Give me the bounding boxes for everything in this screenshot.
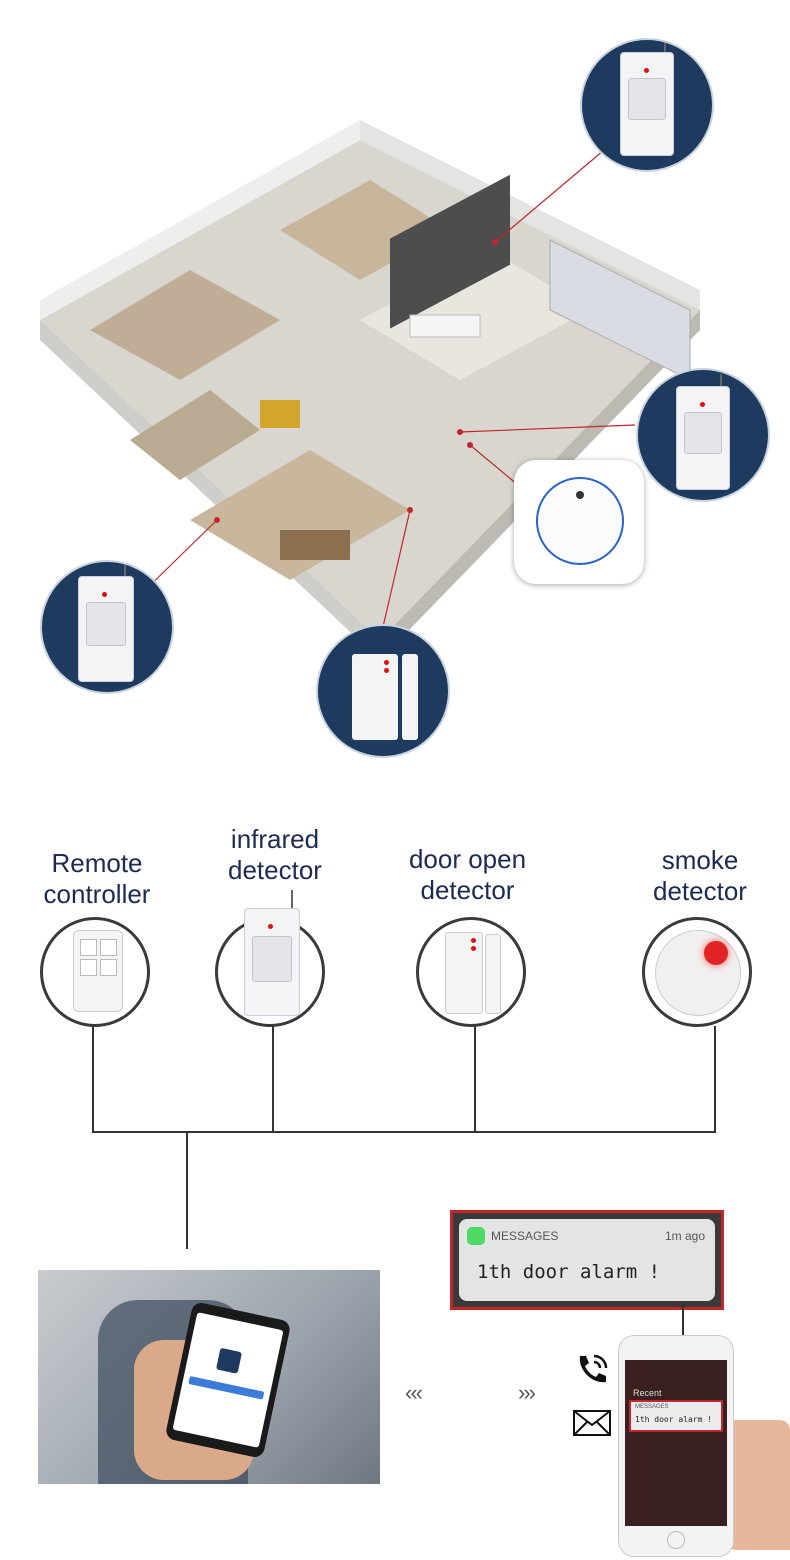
phone-notification-message: 1th door alarm !	[635, 1415, 713, 1424]
door-detector-ring	[416, 917, 526, 1027]
infrared-detector-ring	[215, 890, 325, 1027]
remote-controller-ring	[40, 917, 150, 1027]
keypad-icon	[536, 477, 624, 565]
remote-icon	[73, 930, 123, 1012]
wire-smoke	[714, 1026, 716, 1133]
phone-notification-app: MESSAGES	[635, 1404, 669, 1410]
door-sensor-callout	[316, 624, 450, 758]
phone-recent-label: Recent	[633, 1388, 662, 1398]
wire-bus	[92, 1131, 716, 1133]
wire-down	[186, 1131, 188, 1249]
phone-call-icon	[579, 1354, 608, 1383]
notification-message: 1th door alarm !	[477, 1261, 661, 1283]
wire-infrared	[272, 1026, 274, 1133]
pir-sensor-callout-top	[580, 38, 714, 172]
smartphone: Recent MESSAGES 1th door alarm !	[618, 1335, 734, 1557]
notification-app-name: MESSAGES	[491, 1229, 559, 1243]
notification-time: 1m ago	[664, 1229, 705, 1243]
messages-app-icon	[467, 1227, 485, 1245]
envelope-icon	[573, 1410, 611, 1436]
wire-door	[474, 1026, 476, 1133]
notification-connector	[682, 1304, 684, 1362]
pir-sensor-callout-right	[636, 368, 770, 502]
hands-holding-phone-photo	[38, 1270, 380, 1484]
phone-notification: MESSAGES 1th door alarm !	[629, 1400, 723, 1432]
arrow-left: ‹‹‹	[405, 1380, 423, 1405]
arrow-right: ›››	[518, 1380, 536, 1405]
wire-remote	[92, 1026, 94, 1133]
alarm-keypad-callout	[514, 460, 644, 584]
pir-sensor-callout-left	[40, 560, 174, 694]
smoke-detector-icon	[655, 930, 741, 1016]
notification-callout: MESSAGES 1m ago 1th door alarm !	[450, 1210, 724, 1310]
smoke-detector-ring	[642, 917, 752, 1027]
